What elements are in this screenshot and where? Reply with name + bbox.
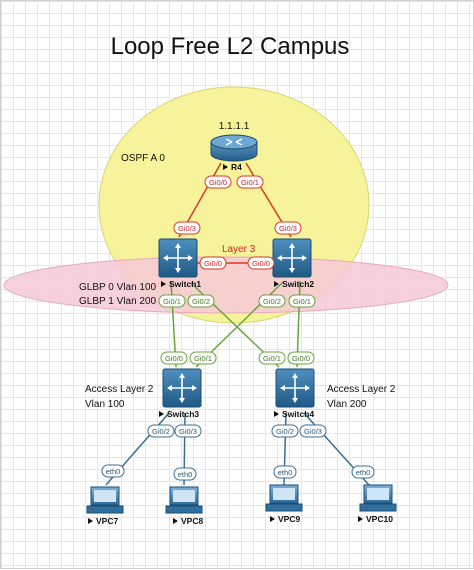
port-s2-gi00: Gi0/0 [247, 256, 275, 270]
svg-text:eth0: eth0 [278, 468, 293, 477]
svg-text:Gi0/1: Gi0/1 [263, 354, 281, 363]
diagram-title: Loop Free L2 Campus [111, 33, 350, 60]
switch4-label: Switch4 [282, 409, 314, 419]
layer3-band-zone [3, 256, 449, 314]
router-arrows-icon [225, 138, 243, 146]
svg-text:Gi0/1: Gi0/1 [194, 354, 212, 363]
port-s4-gi02: Gi0/2 [271, 424, 299, 438]
port-s1-gi03: Gi0/3 [173, 221, 201, 235]
console-arrow-icon [161, 281, 166, 287]
access-right-label-1: Access Layer 2 [327, 384, 396, 395]
svg-text:Gi0/3: Gi0/3 [304, 427, 322, 436]
svg-text:eth0: eth0 [356, 468, 371, 477]
vpc10-label: VPC10 [366, 514, 393, 524]
svg-text:Gi0/1: Gi0/1 [241, 178, 259, 187]
switch2-label: Switch2 [282, 279, 314, 289]
svg-text:Gi0/3: Gi0/3 [178, 224, 196, 233]
console-arrow-icon [88, 518, 93, 524]
svg-text:Gi0/0: Gi0/0 [252, 259, 270, 268]
console-arrow-icon [173, 518, 178, 524]
port-s2-gi02: Gi0/2 [258, 294, 286, 308]
host-vpc10[interactable]: VPC10 [358, 484, 397, 524]
port-r4-gi01: Gi0/1 [236, 175, 264, 189]
port-vpc9-eth0: eth0 [273, 465, 297, 479]
port-vpc10-eth0: eth0 [351, 465, 375, 479]
vpc9-label: VPC9 [278, 514, 300, 524]
port-s3-gi02: Gi0/2 [147, 424, 175, 438]
console-arrow-icon [270, 516, 275, 522]
svg-text:eth0: eth0 [178, 470, 193, 479]
svg-text:Gi0/1: Gi0/1 [293, 297, 311, 306]
svg-text:Gi0/3: Gi0/3 [179, 427, 197, 436]
port-s3-gi01: Gi0/1 [189, 351, 217, 365]
console-arrow-icon [274, 281, 279, 287]
switch3[interactable]: Switch3 [159, 368, 202, 419]
svg-text:Gi0/2: Gi0/2 [192, 297, 210, 306]
svg-text:Gi0/0: Gi0/0 [209, 178, 227, 187]
multilayer-switch-icon [163, 243, 193, 273]
svg-text:Gi0/1: Gi0/1 [163, 297, 181, 306]
access-right-label-2: Vlan 200 [327, 399, 367, 410]
multilayer-switch-icon [167, 373, 197, 403]
console-arrow-icon [159, 411, 164, 417]
port-vpc8-eth0: eth0 [173, 467, 197, 481]
host-vpc9[interactable]: VPC9 [265, 484, 303, 524]
layer3-label: Layer 3 [222, 244, 256, 255]
port-r4-gi00: Gi0/0 [204, 175, 232, 189]
port-s4-gi00: Gi0/0 [287, 351, 315, 365]
host-vpc7[interactable]: VPC7 [86, 486, 124, 526]
port-s1-gi01: Gi0/1 [158, 294, 186, 308]
svg-text:Gi0/3: Gi0/3 [279, 224, 297, 233]
console-arrow-icon [358, 516, 363, 522]
router-r4-label: R4 [231, 162, 242, 172]
port-s3-gi00: Gi0/0 [160, 351, 188, 365]
switch3-label: Switch3 [167, 409, 199, 419]
port-vpc7-eth0: eth0 [101, 464, 125, 478]
glbp1-label: GLBP 1 Vlan 200 [79, 296, 157, 307]
switch1-label: Switch1 [169, 279, 201, 289]
console-arrow-icon [223, 164, 228, 170]
ospf-area-label: OSPF A 0 [121, 153, 165, 164]
port-s1-gi00: Gi0/0 [199, 256, 227, 270]
switch4[interactable]: Switch4 [274, 368, 315, 419]
glbp0-label: GLBP 0 Vlan 100 [79, 282, 157, 293]
svg-text:Gi0/0: Gi0/0 [204, 259, 222, 268]
host-vpc8[interactable]: VPC8 [165, 486, 203, 526]
port-s3-gi03: Gi0/3 [174, 424, 202, 438]
router-ip-label: 1.1.1.1 [219, 121, 250, 132]
svg-text:eth0: eth0 [106, 467, 121, 476]
svg-text:Gi0/2: Gi0/2 [276, 427, 294, 436]
switch1[interactable]: Switch1 [158, 238, 201, 289]
port-s4-gi03: Gi0/3 [299, 424, 327, 438]
access-left-label-2: Vlan 100 [85, 399, 125, 410]
port-s2-gi01: Gi0/1 [288, 294, 316, 308]
vpc8-label: VPC8 [181, 516, 203, 526]
svg-text:Gi0/0: Gi0/0 [165, 354, 183, 363]
port-s1-gi02: Gi0/2 [187, 294, 215, 308]
port-s2-gi03: Gi0/3 [274, 221, 302, 235]
router-r4[interactable]: R4 [210, 134, 258, 172]
multilayer-switch-icon [280, 373, 310, 403]
svg-text:Gi0/2: Gi0/2 [263, 297, 281, 306]
switch2[interactable]: Switch2 [272, 238, 314, 289]
console-arrow-icon [274, 411, 279, 417]
port-s4-gi01: Gi0/1 [258, 351, 286, 365]
access-left-label-1: Access Layer 2 [85, 384, 154, 395]
multilayer-switch-icon [277, 243, 307, 273]
svg-text:Gi0/0: Gi0/0 [292, 354, 310, 363]
svg-text:Gi0/2: Gi0/2 [152, 427, 170, 436]
vpc7-label: VPC7 [96, 516, 118, 526]
